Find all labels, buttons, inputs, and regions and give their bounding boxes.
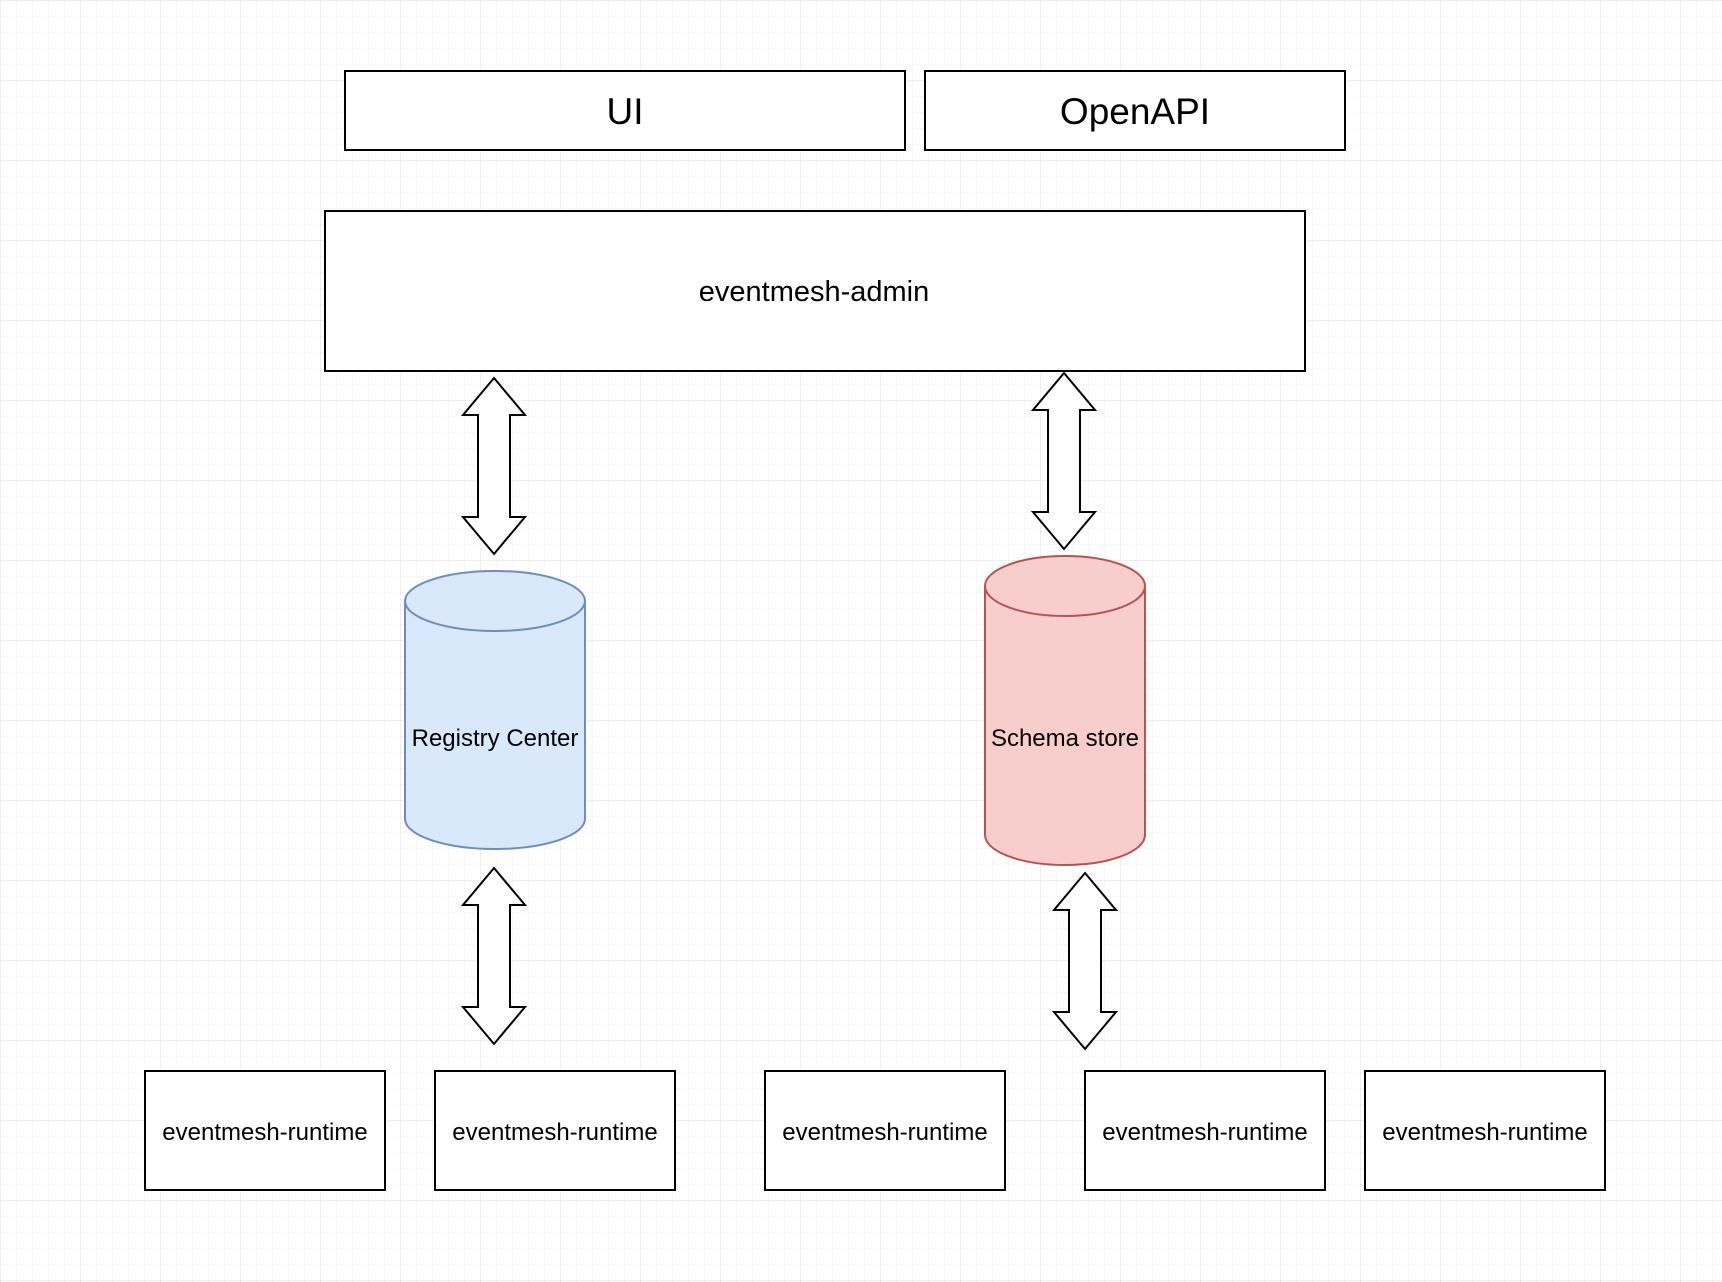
eventmesh-runtime-box-1[interactable]: eventmesh-runtime bbox=[144, 1070, 386, 1191]
openapi-box[interactable]: OpenAPI bbox=[924, 70, 1346, 151]
registry-center-body bbox=[404, 601, 586, 850]
eventmesh-runtime-box-5[interactable]: eventmesh-runtime bbox=[1364, 1070, 1606, 1191]
schema-store-label: Schema store bbox=[991, 725, 1139, 752]
ui-box[interactable]: UI bbox=[344, 70, 906, 151]
eventmesh-runtime-box-3[interactable]: eventmesh-runtime bbox=[764, 1070, 1006, 1191]
registry-center-top bbox=[404, 570, 586, 632]
eventmesh-runtime-label: eventmesh-runtime bbox=[1102, 1119, 1307, 1146]
double-arrow-admin-registry[interactable] bbox=[460, 376, 528, 556]
eventmesh-runtime-box-4[interactable]: eventmesh-runtime bbox=[1084, 1070, 1326, 1191]
eventmesh-admin-label: eventmesh-admin bbox=[699, 276, 930, 308]
registry-center-cylinder[interactable]: Registry Center bbox=[404, 570, 586, 850]
openapi-box-label: OpenAPI bbox=[1060, 91, 1210, 132]
schema-store-cylinder[interactable]: Schema store bbox=[984, 555, 1146, 866]
eventmesh-runtime-label: eventmesh-runtime bbox=[452, 1119, 657, 1146]
registry-center-label: Registry Center bbox=[412, 725, 579, 752]
double-arrow-admin-schema[interactable] bbox=[1030, 371, 1098, 551]
ui-box-label: UI bbox=[607, 91, 644, 132]
eventmesh-runtime-box-2[interactable]: eventmesh-runtime bbox=[434, 1070, 676, 1191]
double-arrow-registry-runtime[interactable] bbox=[460, 866, 528, 1046]
eventmesh-admin-box[interactable]: eventmesh-admin bbox=[324, 210, 1306, 372]
schema-store-body bbox=[984, 586, 1146, 866]
eventmesh-runtime-label: eventmesh-runtime bbox=[162, 1119, 367, 1146]
eventmesh-runtime-label: eventmesh-runtime bbox=[1382, 1119, 1587, 1146]
double-arrow-schema-runtime[interactable] bbox=[1051, 871, 1119, 1051]
eventmesh-runtime-label: eventmesh-runtime bbox=[782, 1119, 987, 1146]
schema-store-top bbox=[984, 555, 1146, 617]
